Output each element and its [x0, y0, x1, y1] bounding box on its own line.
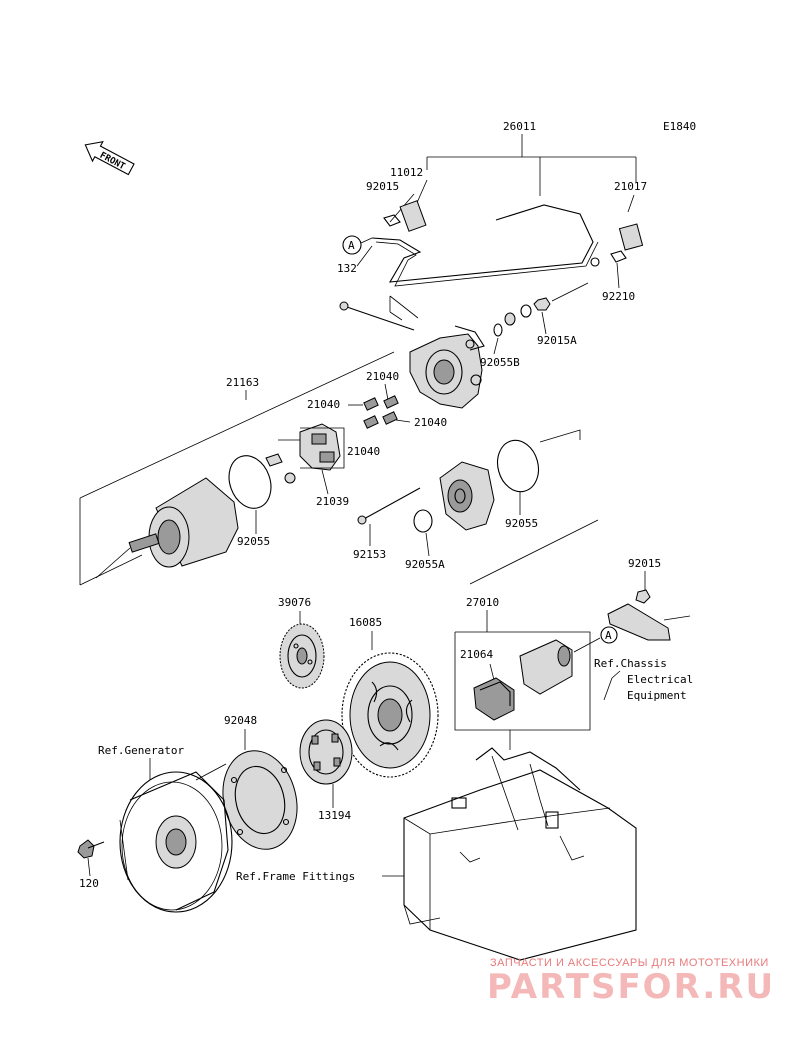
ref-marker-a-top [342, 235, 362, 255]
brush-holder [265, 423, 345, 484]
label-11012: 11012 [390, 166, 423, 179]
ref-generator: Ref.Generator [98, 744, 184, 757]
starter-clutch-gear [341, 652, 439, 778]
ref-frame-fittings: Ref.Frame Fittings [236, 870, 355, 883]
label-13194: 13194 [318, 809, 351, 822]
label-21040-a: 21040 [366, 370, 399, 383]
label-21040-c: 21040 [414, 416, 447, 429]
label-92153: 92153 [353, 548, 386, 561]
starter-motor-body [95, 477, 239, 579]
ref-chassis-equipment: Equipment [627, 689, 687, 702]
front-cover [439, 461, 495, 531]
label-21039: 21039 [316, 495, 349, 508]
front-label: FRONT [98, 151, 127, 173]
one-way-clutch [299, 719, 353, 785]
ref-chassis-electrical: Electrical [627, 673, 693, 686]
label-16085: 16085 [349, 616, 382, 629]
label-92055B: 92055B [480, 356, 520, 369]
label-92055-right: 92055 [505, 517, 538, 530]
ref-chassis: Ref.Chassis [594, 657, 667, 670]
cover-21017 [618, 223, 644, 251]
svg-text:A: A [605, 629, 612, 642]
label-27010: 27010 [466, 596, 499, 609]
label-21040-b: 21040 [307, 398, 340, 411]
watermark-tagline: ЗАПЧАСТИ И АКСЕССУАРЫ ДЛЯ МОТОТЕХНИКИ [490, 957, 769, 969]
label-92055-left: 92055 [237, 535, 270, 548]
starter-relay [473, 639, 573, 721]
label-92048: 92048 [224, 714, 257, 727]
generator-rotor [119, 771, 233, 913]
cover-11012 [399, 200, 427, 232]
rear-cover-housing [409, 325, 485, 409]
bolt-120 [77, 839, 105, 859]
idle-gear [279, 623, 325, 689]
label-21017: 21017 [614, 180, 647, 193]
watermark-brand: PARTSFOR.RU [487, 967, 775, 1007]
ref-marker-a-text: A [348, 239, 355, 252]
frame-fittings [403, 730, 637, 961]
label-21163: 21163 [226, 376, 259, 389]
label-120: 120 [79, 877, 99, 890]
label-39076: 39076 [278, 596, 311, 609]
front-arrow-icon: FRONT [84, 140, 135, 176]
label-26011: 26011 [503, 120, 536, 133]
label-132: 132 [337, 262, 357, 275]
diagram-code: E1840 [663, 120, 696, 133]
label-92015A: 92015A [537, 334, 577, 347]
label-92015-right: 92015 [628, 557, 661, 570]
label-21040-d: 21040 [347, 445, 380, 458]
label-92015-top: 92015 [366, 180, 399, 193]
ref-marker-a-right [600, 626, 618, 644]
label-21064: 21064 [460, 648, 493, 661]
label-92210: 92210 [602, 290, 635, 303]
label-92055A: 92055A [405, 558, 445, 571]
